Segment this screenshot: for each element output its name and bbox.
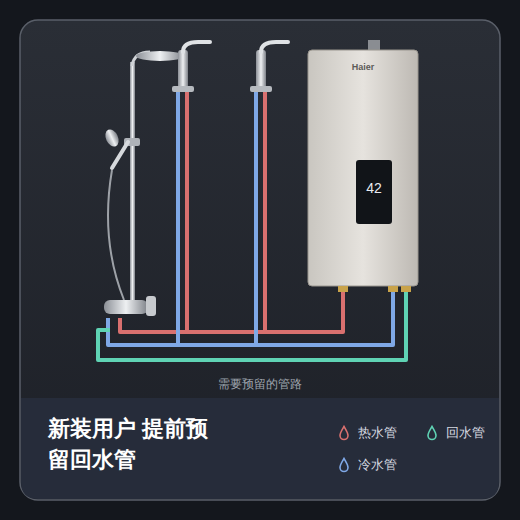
faucet [172,42,210,92]
bottom-band [21,398,499,499]
water-heater [308,40,418,292]
caption-label: 需要预留的管路 [160,376,360,393]
cold-pipe [108,286,393,345]
legend-text: 热水管 [358,424,397,442]
legend-item: 冷水管 [338,456,397,474]
legend-text: 回水管 [446,424,485,442]
hot-pipe [120,286,343,332]
shower-set [103,51,184,316]
legend-item: 热水管 [338,424,397,442]
cold-pipe [178,86,256,345]
drop-swatch [338,425,350,441]
title: 新装用户 提前预留回水管 [48,414,223,476]
brand-logo: Haier [338,62,388,72]
faucet [250,42,288,92]
hot-pipe [187,86,265,332]
legend-text: 冷水管 [358,456,397,474]
drop-swatch [426,425,438,441]
display-digits: 42 [358,180,390,196]
return-pipe [98,286,406,360]
drop-swatch [338,457,350,473]
legend-item: 回水管 [426,424,485,442]
panel [20,20,500,500]
